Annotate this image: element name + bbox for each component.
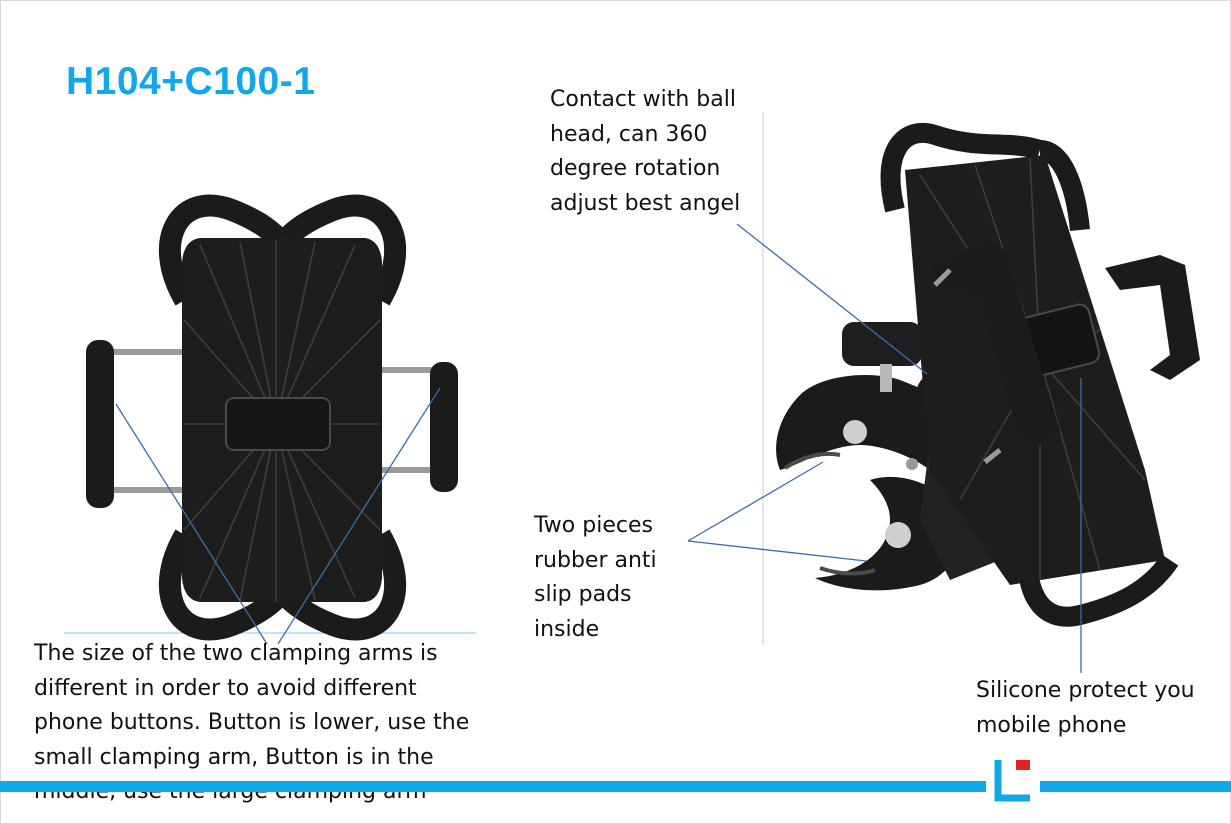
page-title: H104+C100-1 (66, 60, 316, 103)
phone-holder-side-icon (776, 122, 1200, 627)
callout-clamping-arms: The size of the two clamping arms is dif… (34, 641, 470, 804)
bottom-accent-bar (0, 781, 1231, 792)
callout-rubber-pads: Two pieces rubber anti slip pads inside (534, 513, 657, 642)
leader-lines (115, 223, 1082, 673)
phone-holder-front-icon (86, 194, 458, 641)
callout-ball-head: Contact with ball head, can 360 degree r… (550, 87, 741, 216)
brand-logo-icon (986, 752, 1040, 810)
callout-silicone: Silicone protect you mobile phone (976, 678, 1195, 738)
